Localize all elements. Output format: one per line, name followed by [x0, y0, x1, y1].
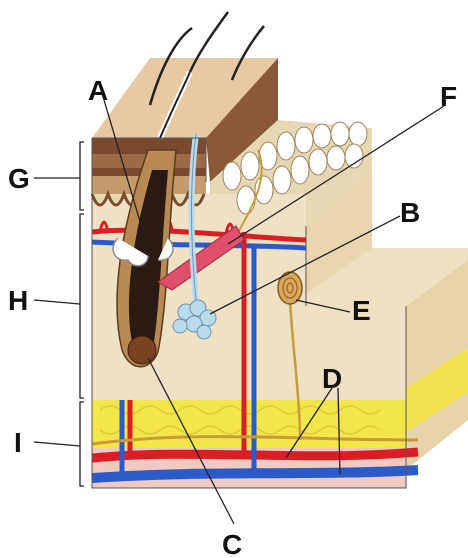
- label-e: E: [352, 295, 371, 326]
- leader-i: [34, 442, 80, 446]
- label-b: B: [400, 197, 420, 228]
- label-i: I: [14, 427, 22, 458]
- label-d: D: [322, 363, 342, 394]
- leader-h: [34, 300, 80, 304]
- label-f: F: [440, 81, 457, 112]
- label-a: A: [88, 75, 108, 106]
- hair-bulb: [128, 336, 156, 364]
- layer-brackets: [80, 142, 84, 486]
- label-c: C: [222, 529, 242, 558]
- label-g: G: [8, 163, 30, 194]
- label-h: H: [8, 285, 28, 316]
